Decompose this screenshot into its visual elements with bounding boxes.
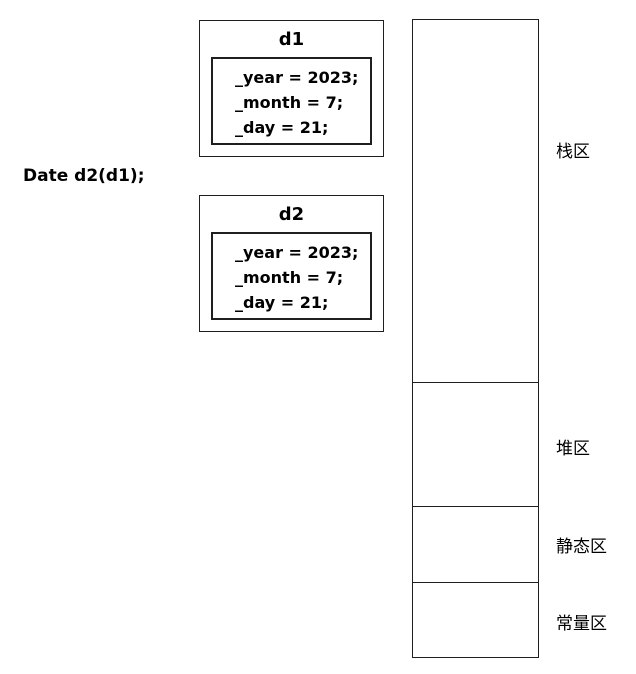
label-heap-area: 堆区 <box>556 439 590 459</box>
field-year: _year = 2023; <box>235 68 359 87</box>
declaration-text: Date d2(d1); <box>23 166 145 186</box>
object-box-d2: d2 _year = 2023; _month = 7; _day = 21; <box>199 195 384 332</box>
object-fields-box-d1: _year = 2023; _month = 7; _day = 21; <box>211 57 372 145</box>
field-month: _month = 7; <box>235 93 344 112</box>
object-box-d1: d1 _year = 2023; _month = 7; _day = 21; <box>199 20 384 157</box>
object-title-d1: d1 <box>278 29 305 50</box>
label-stack-area: 栈区 <box>556 142 590 162</box>
label-constant-area: 常量区 <box>556 614 607 634</box>
field-day: _day = 21; <box>235 293 329 312</box>
memory-region-static <box>413 507 538 583</box>
object-fields-box-d2: _year = 2023; _month = 7; _day = 21; <box>211 232 372 320</box>
memory-region-stack <box>413 20 538 383</box>
field-year: _year = 2023; <box>235 243 359 262</box>
memory-column <box>412 19 539 658</box>
field-month: _month = 7; <box>235 268 344 287</box>
memory-region-constant <box>413 583 538 657</box>
object-title-d2: d2 <box>278 204 305 225</box>
memory-region-heap <box>413 383 538 507</box>
label-static-area: 静态区 <box>556 537 607 557</box>
field-day: _day = 21; <box>235 118 329 137</box>
